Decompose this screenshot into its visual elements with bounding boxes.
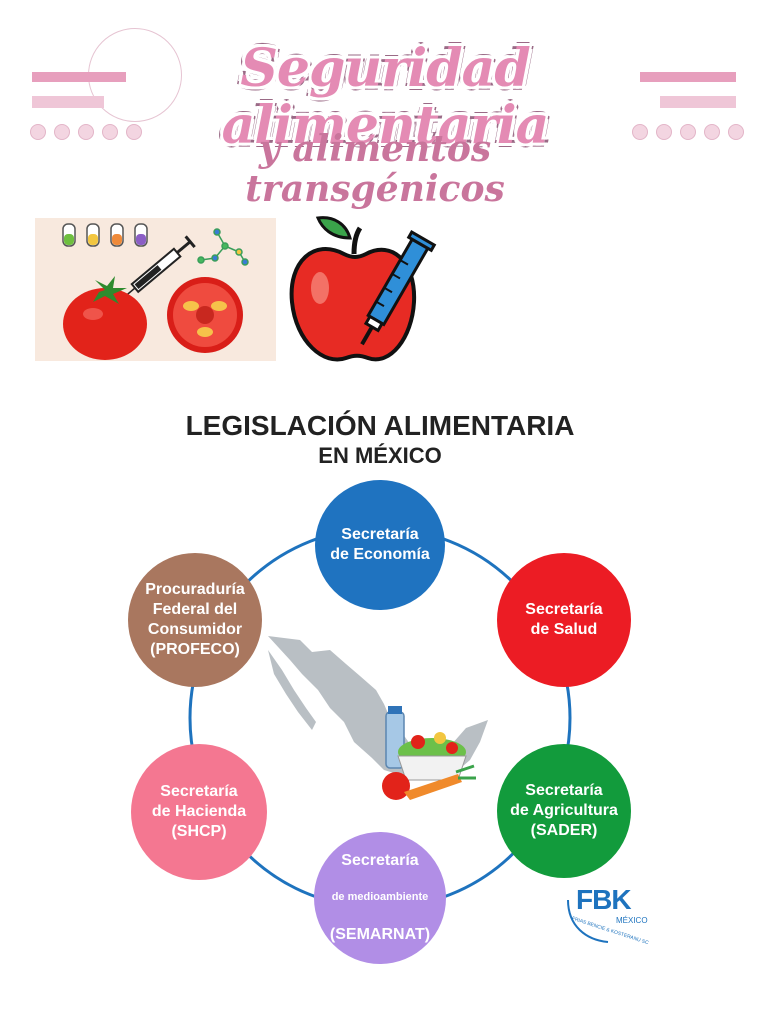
syringe-icon [360,230,437,346]
right-bar-bottom [660,96,736,108]
node-label: Procuraduría Federal del Consumidor (PRO… [145,581,245,658]
syringe-icon [120,235,196,301]
left-dot [30,124,46,140]
logo-arc [567,899,609,943]
logo-country: MÉXICO [616,916,648,925]
node-label: Secretaría [341,852,419,870]
node-profeco: Procuraduría Federal del Consumidor (PRO… [128,553,262,687]
node-label: Secretaría de Economía [330,526,430,563]
left-dot [126,124,142,140]
tomato-slice-icon [167,277,243,353]
page-title: Seguridad alimentaria [221,38,550,157]
diagram-subtitle: EN MÉXICO [318,443,442,468]
left-dot [78,124,94,140]
right-dot [704,124,720,140]
tomato-illustration [35,218,276,361]
diagram-title: LEGISLACIÓN ALIMENTARIA [185,410,575,441]
test-tubes-icon [62,223,148,247]
right-bar-top [640,72,736,82]
left-dot [102,124,118,140]
right-dot [728,124,744,140]
node-secretaria-hacienda: Secretaría de Hacienda (SHCP) [131,744,267,880]
left-bar-bottom [32,96,104,108]
right-dot [680,124,696,140]
left-bar-top [32,72,126,82]
fbk-logo: FBK MÉXICO FRIAS BENCIE & KOSTERANU SC [562,880,649,946]
right-dot [656,124,672,140]
node-secretaria-salud: Secretaría de Salud [497,553,631,687]
node-secretaria-agricultura: Secretaría de Agricultura (SADER) [497,744,631,878]
apple-illustration [284,198,449,370]
node-label: Secretaría de Salud [525,601,603,638]
tomato-icon [63,276,147,360]
node-label: Secretaría de Hacienda (SHCP) [151,783,247,840]
node-semarnat: Secretaría de medioambiente (SEMARNAT) [314,832,446,964]
page-subtitle: y alimentos transgénicos [245,128,505,210]
node-label: (SEMARNAT) [329,925,431,943]
food-basket-icon [382,706,476,800]
node-label-small: de medioambiente [331,891,429,904]
molecule-icon [197,228,249,266]
node-label: Secretaría de Agricultura (SADER) [510,782,618,839]
node-label-group: Secretaría de medioambiente (SEMARNAT) [330,831,430,965]
right-dot [632,124,648,140]
logo-mark: FBK [576,884,632,915]
node-secretaria-economia: Secretaría de Economía [315,480,445,610]
mexico-map-icon [268,636,488,780]
left-dot [54,124,70,140]
apple-icon [289,216,417,362]
